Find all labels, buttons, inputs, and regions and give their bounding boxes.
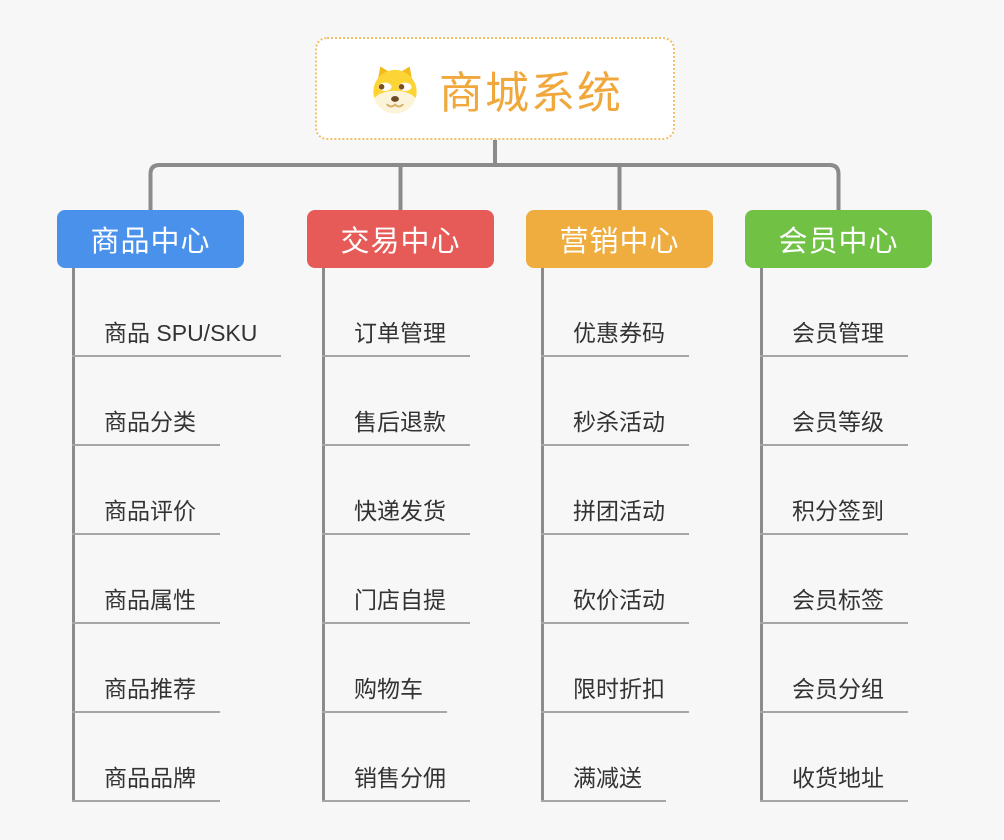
branch-connector-line — [541, 268, 544, 802]
branch-member-center: 会员中心 会员管理会员等级积分签到会员标签会员分组收货地址 — [745, 210, 932, 802]
doge-icon — [373, 65, 417, 113]
branch-trade-center: 交易中心 订单管理售后退款快递发货门店自提购物车销售分佣 — [307, 210, 494, 802]
sub-item[interactable]: 秒杀活动 — [541, 408, 689, 446]
sub-item[interactable]: 购物车 — [322, 675, 447, 713]
branch-items: 商品 SPU/SKU 商品分类商品评价商品属性商品推荐商品品牌 — [72, 268, 282, 802]
sub-item[interactable]: 商品属性 — [72, 586, 220, 624]
branch-items: 优惠券码秒杀活动拼团活动砍价活动限时折扣满减送 — [541, 268, 689, 802]
sub-item[interactable]: 会员分组 — [760, 675, 908, 713]
branch-node-trade-center[interactable]: 交易中心 — [307, 210, 494, 268]
sub-item[interactable]: 满减送 — [541, 764, 666, 802]
sub-item[interactable]: 商品 SPU/SKU — [72, 319, 282, 357]
sub-item[interactable]: 会员标签 — [760, 586, 908, 624]
branch-items: 订单管理售后退款快递发货门店自提购物车销售分佣 — [322, 268, 470, 802]
sub-item[interactable]: 商品评价 — [72, 497, 220, 535]
sub-item[interactable]: 商品分类 — [72, 408, 220, 446]
sub-item[interactable]: 限时折扣 — [541, 675, 689, 713]
branch-connector-line — [72, 268, 75, 802]
sub-item[interactable]: 销售分佣 — [322, 764, 470, 802]
sub-item[interactable]: 售后退款 — [322, 408, 470, 446]
branch-node-marketing-center[interactable]: 营销中心 — [526, 210, 713, 268]
branch-connector-line — [760, 268, 763, 802]
sub-item[interactable]: 砍价活动 — [541, 586, 689, 624]
sub-item[interactable]: 门店自提 — [322, 586, 470, 624]
branch-connector-line — [322, 268, 325, 802]
root-node[interactable]: 商城系统 — [315, 37, 675, 140]
sub-item[interactable]: 优惠券码 — [541, 319, 689, 357]
root-title: 商城系统 — [439, 68, 623, 118]
sub-item[interactable]: 积分签到 — [760, 497, 908, 535]
sub-item[interactable]: 收货地址 — [760, 764, 908, 802]
branch-node-member-center[interactable]: 会员中心 — [745, 210, 932, 268]
branch-product-center: 商品中心 商品 SPU/SKU 商品分类商品评价商品属性商品推荐商品品牌 — [57, 210, 282, 802]
sub-item[interactable]: 商品推荐 — [72, 675, 220, 713]
branch-marketing-center: 营销中心 优惠券码秒杀活动拼团活动砍价活动限时折扣满减送 — [526, 210, 713, 802]
sub-item[interactable]: 订单管理 — [322, 319, 470, 357]
branch-items: 会员管理会员等级积分签到会员标签会员分组收货地址 — [760, 268, 908, 802]
branch-node-product-center[interactable]: 商品中心 — [57, 210, 244, 268]
sub-item[interactable]: 拼团活动 — [541, 497, 689, 535]
sub-item[interactable]: 会员等级 — [760, 408, 908, 446]
sub-item[interactable]: 商品品牌 — [72, 764, 220, 802]
sub-item[interactable]: 快递发货 — [322, 497, 470, 535]
sub-item[interactable]: 会员管理 — [760, 319, 908, 357]
tree-connector-lines — [148, 138, 841, 210]
